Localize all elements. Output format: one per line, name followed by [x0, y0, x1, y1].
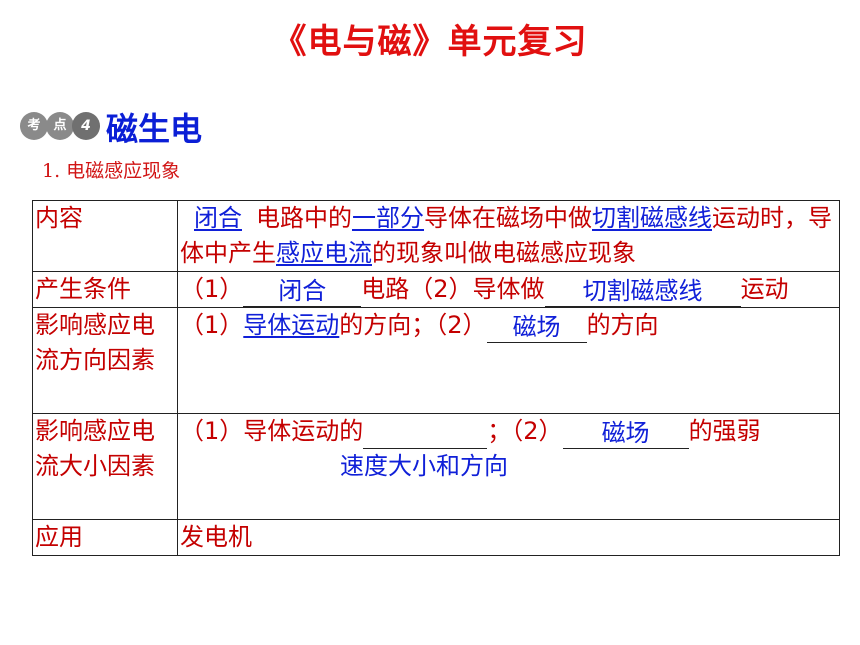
subheading: 1. 电磁感应现象	[42, 160, 181, 182]
condition-prefix: （1）	[180, 275, 244, 303]
row-label-content: 内容	[32, 200, 178, 272]
answer-magnetic-field: 磁场	[512, 313, 561, 341]
application-cell: 发电机	[177, 519, 840, 556]
table-row: 内容 闭合电路中的一部分导体在磁场中做切割磁感线运动时，导体中产生感应电流的现象…	[32, 200, 840, 272]
direction-text-1: 的方向；（2）	[339, 311, 487, 339]
row-label-magnitude: 影响感应电流大小因素	[32, 413, 178, 520]
answer-speed-note: 速度大小和方向	[340, 452, 508, 480]
answer-magnetic-field-2: 磁场	[601, 419, 650, 447]
answer-induced-current: 感应电流	[276, 239, 372, 267]
table-row: 产生条件 （1） 闭合 电路（2）导体做 切割磁感线 运动	[32, 271, 840, 308]
content-text-1: 电路中的	[256, 204, 352, 232]
answer-cutting-field-lines: 切割磁感线	[592, 204, 712, 232]
direction-text-2: 的方向	[586, 311, 659, 339]
condition-cell: （1） 闭合 电路（2）导体做 切割磁感线 运动	[177, 271, 840, 308]
condition-text-2: 运动	[740, 275, 789, 303]
row-label-direction: 影响感应电流方向因素	[32, 307, 178, 414]
blank-cutting: 切割磁感线	[544, 276, 741, 307]
content-text-3: 运动时，导体中产生	[180, 204, 832, 267]
review-table: 内容 闭合电路中的一部分导体在磁场中做切割磁感线运动时，导体中产生感应电流的现象…	[32, 200, 840, 556]
table-row: 影响感应电流方向因素 （1）导体运动的方向；（2） 磁场的方向	[32, 307, 840, 414]
answer-part: 一部分	[352, 204, 424, 232]
direction-cell: （1）导体运动的方向；（2） 磁场的方向	[177, 307, 840, 414]
content-text-4: 的现象叫做电磁感应现象	[372, 239, 636, 267]
answer-cutting-2: 切割磁感线	[582, 277, 703, 305]
magnitude-text-1: （1）导体运动的	[180, 417, 364, 445]
answer-closed-2: 闭合	[278, 277, 327, 305]
direction-prefix: （1）	[180, 311, 244, 339]
answer-closed: 闭合	[194, 204, 242, 232]
answer-conductor-motion: 导体运动	[243, 311, 340, 339]
condition-text-1: 电路（2）导体做	[361, 275, 545, 303]
content-cell: 闭合电路中的一部分导体在磁场中做切割磁感线运动时，导体中产生感应电流的现象叫做电…	[177, 200, 840, 272]
row-label-application: 应用	[32, 519, 178, 556]
row-label-condition: 产生条件	[32, 271, 178, 308]
blank-field-strength: 磁场	[562, 418, 689, 449]
magnitude-cell: （1）导体运动的 ；（2） 磁场 的强弱 速度大小和方向	[177, 413, 840, 520]
exam-point-badge-dian: 点	[46, 112, 74, 140]
content-text-2: 导体在磁场中做	[424, 204, 592, 232]
magnitude-line: （1）导体运动的 ；（2） 磁场 的强弱	[180, 414, 837, 449]
blank-closed: 闭合	[243, 276, 362, 307]
table-row: 应用 发电机	[32, 519, 840, 556]
blank-field-direction: 磁场	[486, 312, 587, 343]
magnitude-text-3: 的强弱	[688, 417, 761, 445]
exam-point-badge-kao: 考	[20, 112, 48, 140]
slide-title: 《电与磁》单元复习	[272, 22, 588, 62]
table-row: 影响感应电流大小因素 （1）导体运动的 ；（2） 磁场 的强弱 速度大小和方向	[32, 413, 840, 520]
exam-point-badge-number: 4	[72, 112, 100, 140]
magnitude-text-2: ；（2）	[487, 417, 563, 445]
blank-speed	[363, 418, 488, 449]
section-title: 磁生电	[106, 110, 203, 148]
